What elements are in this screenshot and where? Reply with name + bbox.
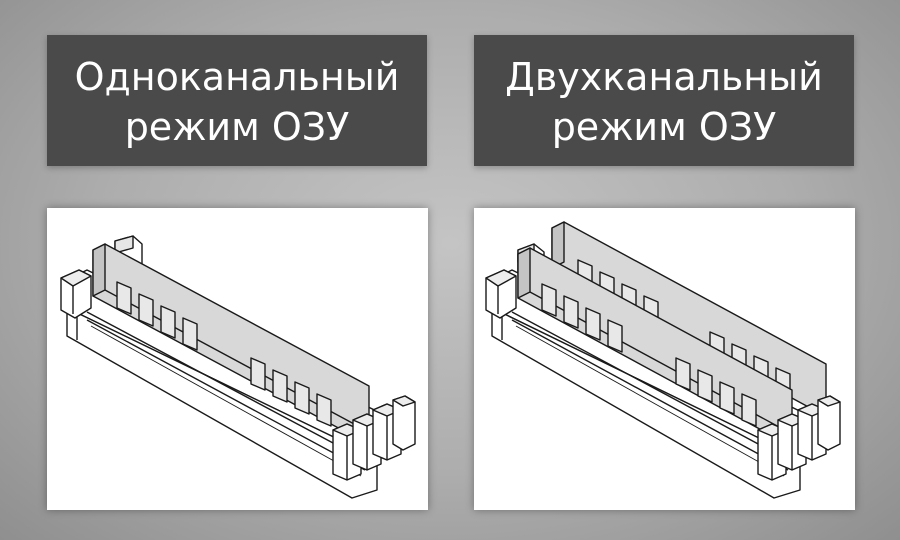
- dual-channel-illustration: [474, 208, 855, 510]
- single-channel-title-line1: Одноканальный: [74, 54, 400, 99]
- dual-channel-label: Двухканальный режим ОЗУ: [474, 35, 854, 166]
- ram-module: [92, 243, 370, 439]
- dual-channel-title-line2: режим ОЗУ: [551, 104, 777, 149]
- slot-right-clips: [332, 395, 416, 481]
- ram-module-front: [517, 247, 793, 441]
- slot-right-clips: [757, 395, 841, 481]
- memory-chips-left: [116, 281, 198, 351]
- slot-left-clip: [60, 269, 92, 319]
- single-channel-ram-diagram: [60, 235, 416, 499]
- dual-channel-ram-diagram: [485, 221, 841, 499]
- single-channel-label: Одноканальный режим ОЗУ: [47, 35, 427, 166]
- slot-left-clip: [485, 269, 517, 319]
- single-channel-illustration: [47, 208, 428, 510]
- dual-channel-title-line1: Двухканальный: [505, 54, 823, 99]
- memory-chips-front: [541, 283, 757, 427]
- memory-chips-right: [250, 357, 332, 427]
- single-channel-title-line2: режим ОЗУ: [124, 104, 350, 149]
